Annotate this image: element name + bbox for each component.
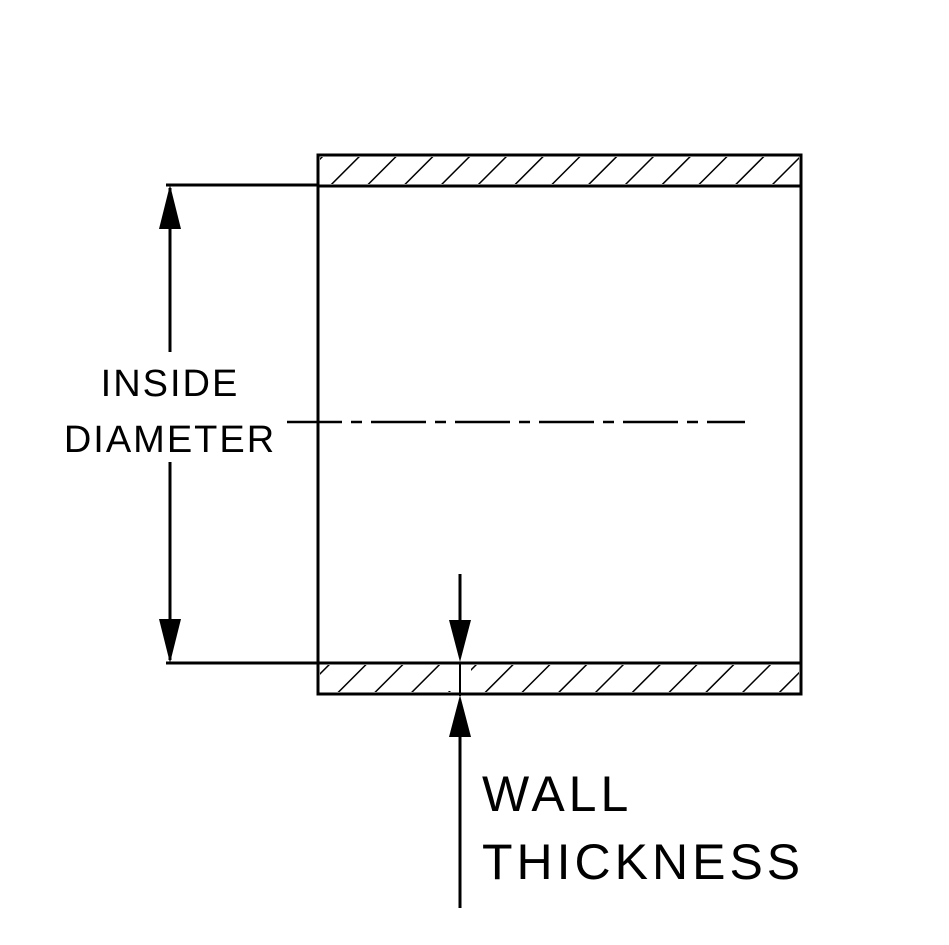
inside-diameter-label-line2: DIAMETER bbox=[64, 419, 276, 461]
bottom-wall-hatch bbox=[320, 665, 799, 692]
wall-arrow-down-icon bbox=[449, 620, 471, 662]
arrow-down-icon bbox=[159, 619, 181, 663]
arrow-up-icon bbox=[159, 185, 181, 229]
wall-thickness-label-line2: THICKNESS bbox=[482, 834, 804, 890]
tube-outline bbox=[316, 153, 803, 696]
wall-arrow-up-icon bbox=[449, 695, 471, 737]
top-wall-hatch bbox=[320, 157, 799, 184]
inside-diameter-label-line1: INSIDE bbox=[101, 363, 240, 405]
wall-thickness-label-line1: WALL bbox=[482, 766, 632, 822]
